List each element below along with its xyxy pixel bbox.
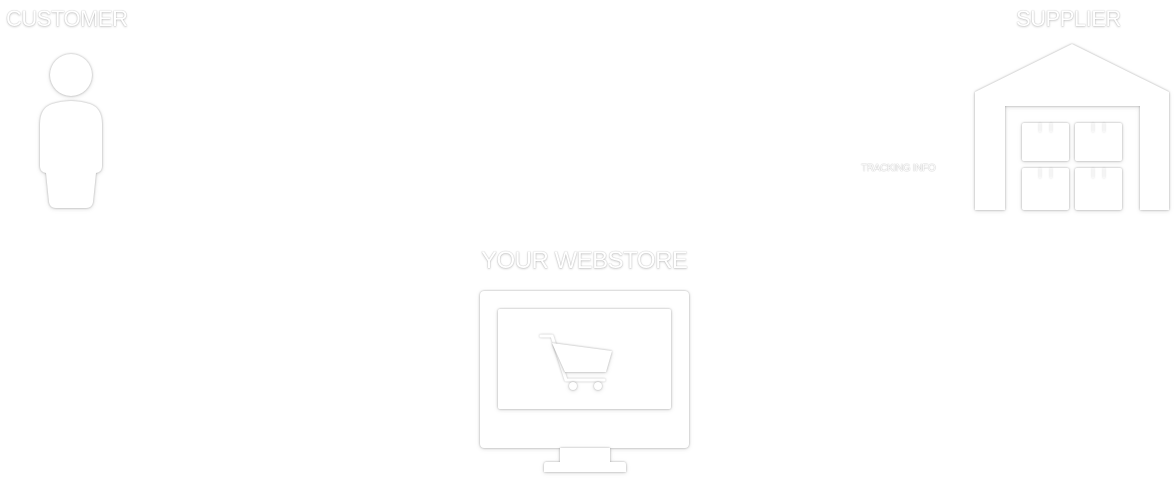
webstore-label: YOUR WEBSTORE: [481, 247, 688, 274]
monitor-cart-icon: [480, 291, 689, 472]
box-icon: [1075, 123, 1122, 161]
warehouse-icon: [975, 44, 1169, 210]
tracking-info-label: TRACKING INFO: [861, 163, 936, 174]
shopping-cart-icon: [539, 334, 612, 390]
box-icon: [1022, 123, 1069, 161]
box-icon: [1075, 168, 1122, 210]
customer-label: CUSTOMER: [6, 6, 128, 31]
supplier-label: SUPPLIER: [1016, 6, 1121, 31]
person-icon: [40, 54, 102, 208]
box-icon: [1022, 168, 1069, 210]
